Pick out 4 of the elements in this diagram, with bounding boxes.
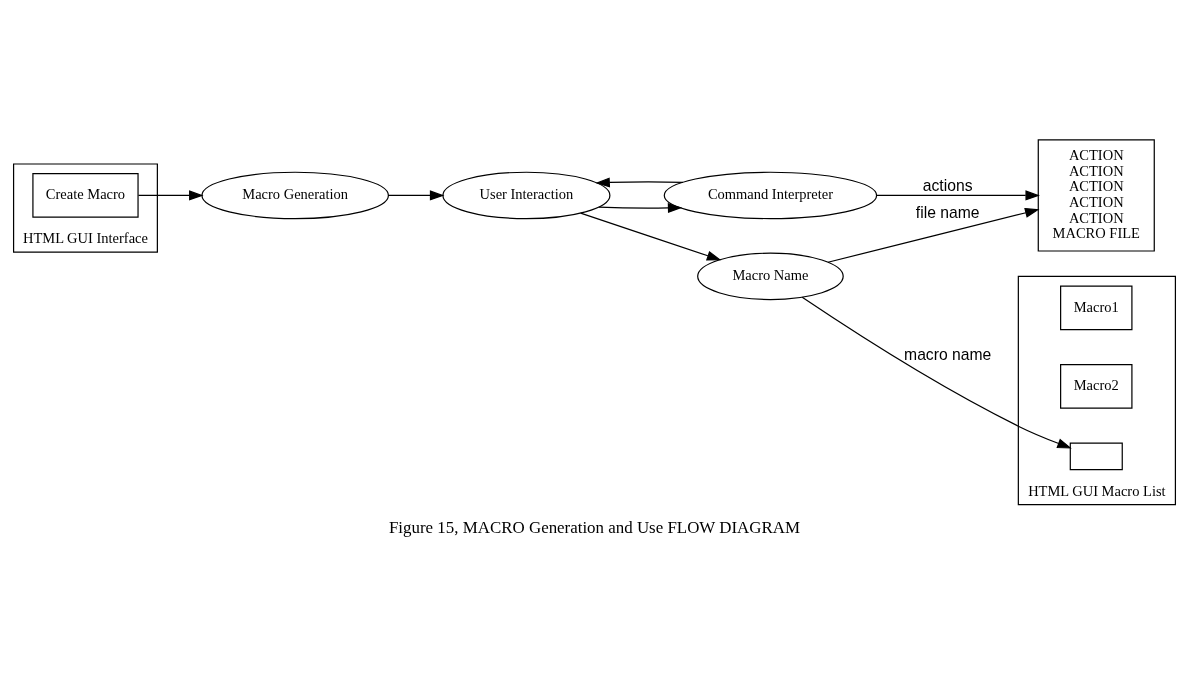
edge-label: file name [915, 203, 980, 221]
caption: Figure 15, MACRO Generation and Use FLOW DIAGRAM [388, 517, 801, 537]
edge-label: actions [922, 176, 973, 194]
edge-label: macro name [904, 345, 992, 363]
